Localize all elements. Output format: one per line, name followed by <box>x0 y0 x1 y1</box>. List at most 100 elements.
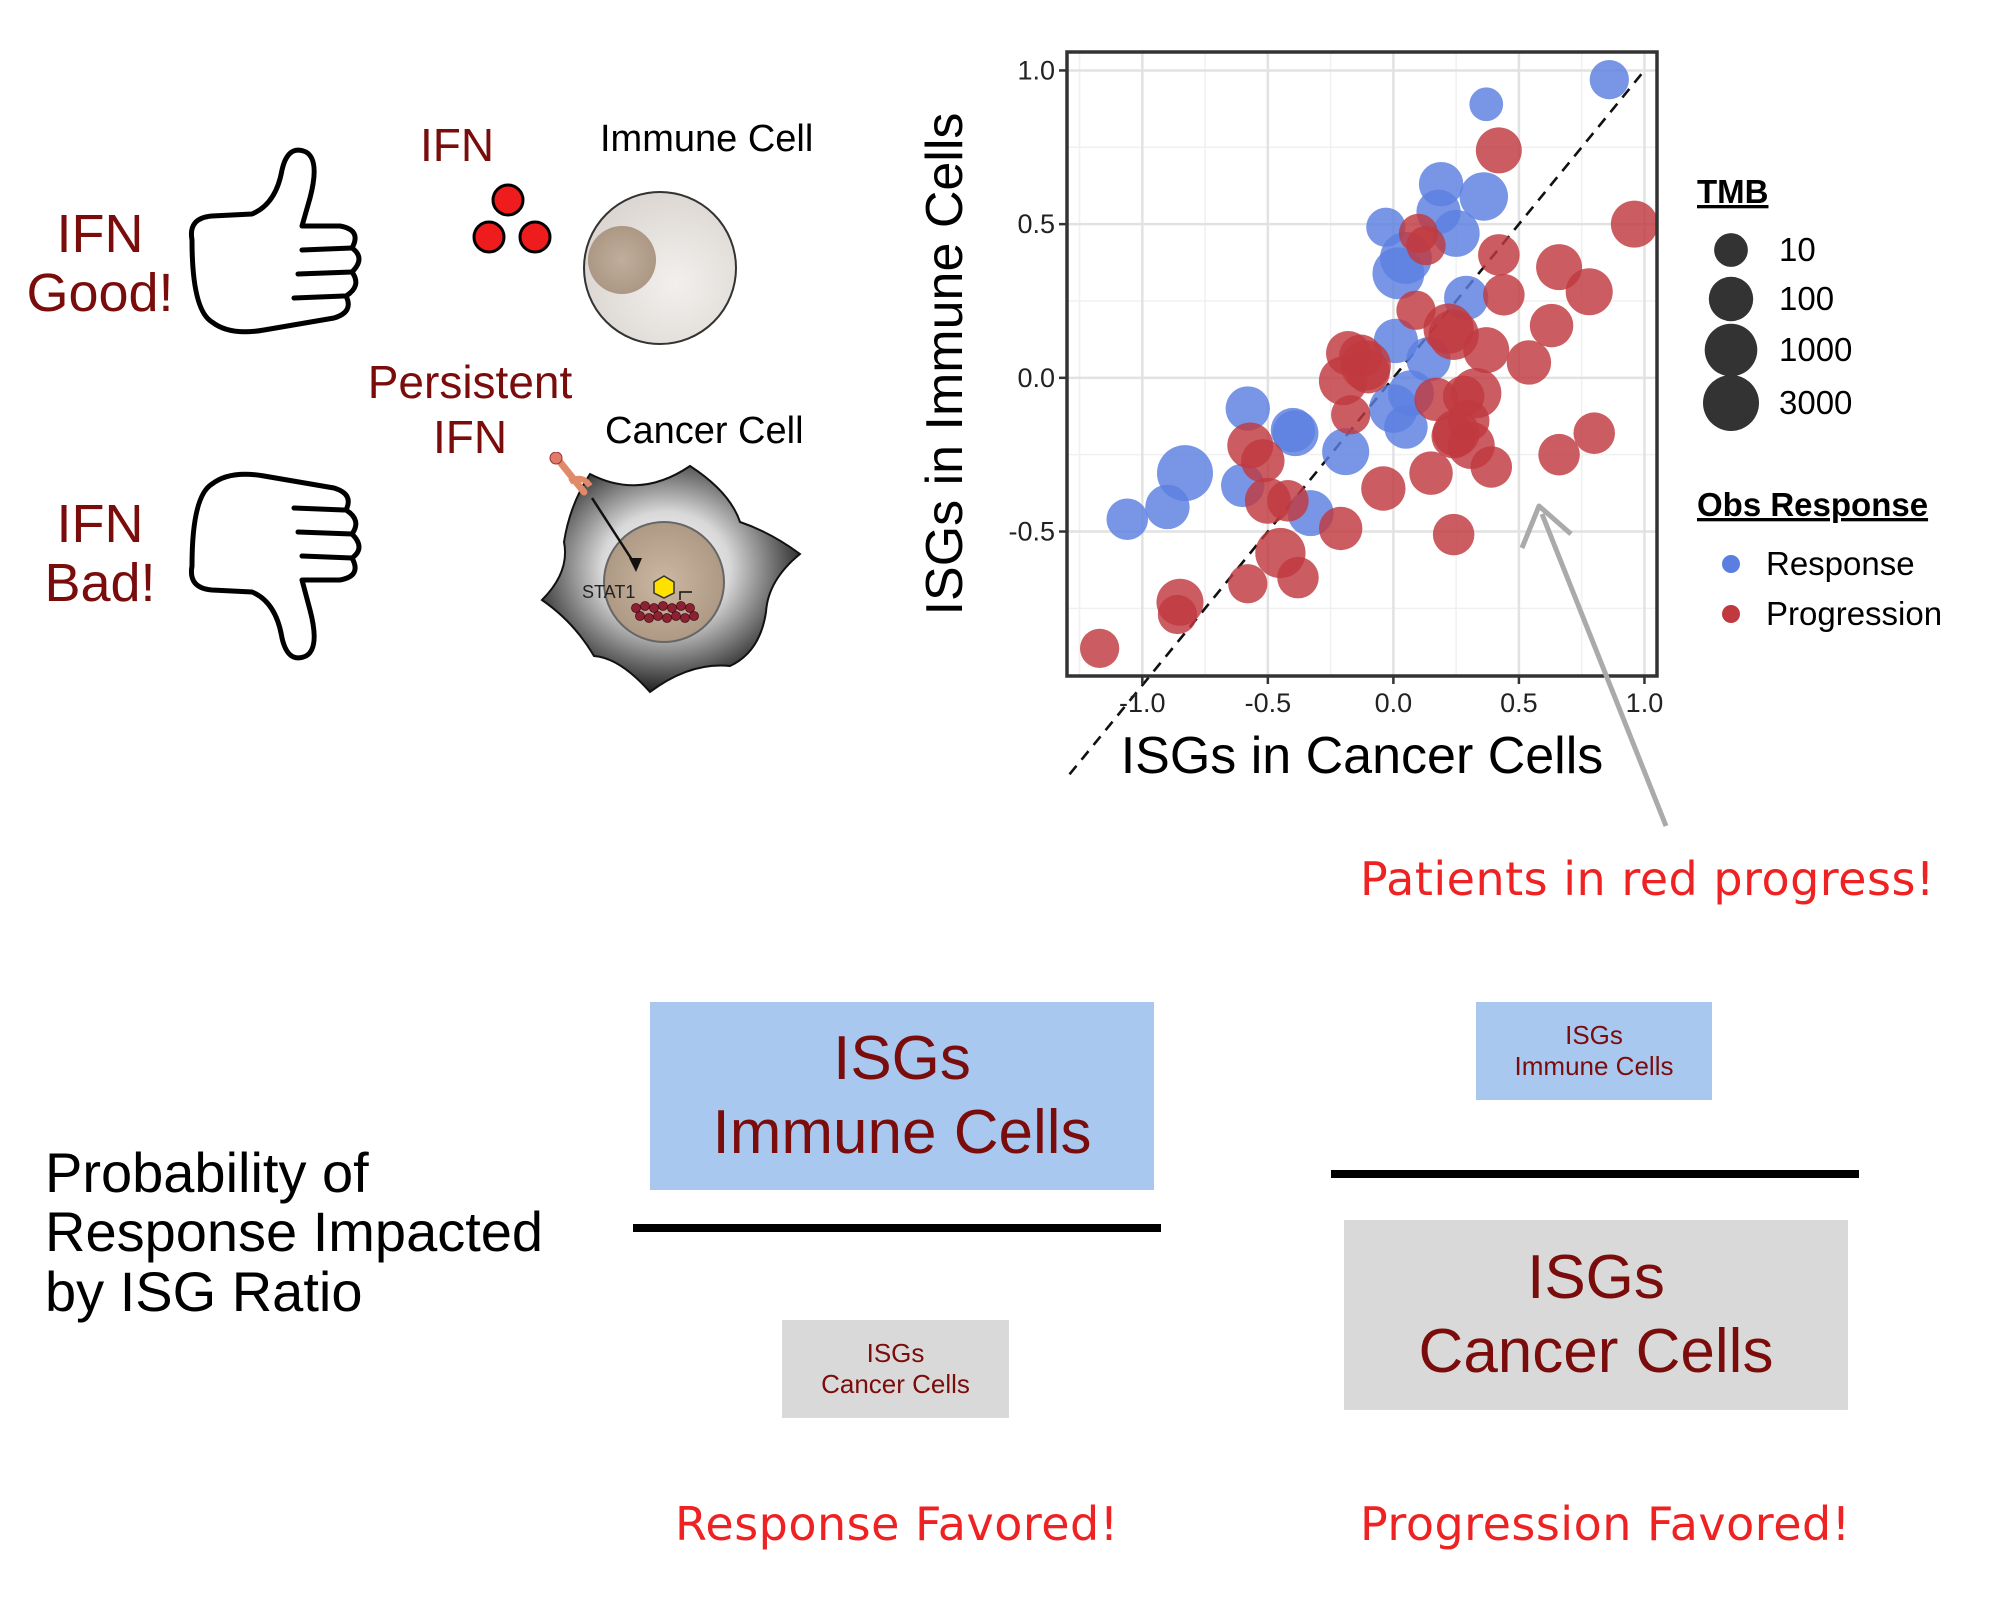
progression-point <box>1483 274 1525 316</box>
response-point <box>1145 484 1190 530</box>
y-axis-label: ISGs in Immune Cells <box>916 113 974 616</box>
cancer-cell-icon: STAT1 <box>540 452 802 694</box>
annotation-arrow <box>1539 513 1669 827</box>
y-tick-label: -0.5 <box>1008 517 1055 547</box>
legend-tmb-marker <box>1703 375 1759 431</box>
y-tick-label: 0.5 <box>1017 209 1055 239</box>
response-favored-text: Response Favored! <box>675 1497 1119 1551</box>
x-tick-label: 0.5 <box>1500 688 1538 718</box>
progression-point <box>1241 439 1285 483</box>
right-cancer-line2: Cancer Cells <box>1418 1317 1774 1386</box>
ifn-bad-label: IFN Bad! <box>20 494 180 614</box>
probability-line3: by ISG Ratio <box>45 1259 363 1323</box>
x-tick-label: -0.5 <box>1245 688 1292 718</box>
legend-progression-label: Progression <box>1766 595 1942 632</box>
progression-favored-text: Progression Favored! <box>1360 1497 1851 1551</box>
x-axis-ticks: -1.0 -0.5 0.0 0.5 1.0 <box>1119 676 1663 718</box>
response-point <box>1372 247 1425 300</box>
progression-point <box>1470 446 1513 488</box>
legend-tmb-marker <box>1714 233 1748 267</box>
ifn-good-line2: Good! <box>26 263 174 324</box>
ifn-label: IFN <box>420 119 495 171</box>
progression-point <box>1267 480 1309 522</box>
ifn-good-line1: IFN <box>56 204 144 264</box>
progression-point <box>1506 340 1552 385</box>
y-tick-label: 1.0 <box>1017 55 1055 85</box>
progression-point <box>1610 200 1658 248</box>
progression-point <box>1406 226 1446 266</box>
legend-tmb-label: 100 <box>1779 280 1834 317</box>
progression-point <box>1573 412 1616 454</box>
response-point <box>1589 60 1629 100</box>
right-cancer-box: ISGs Cancer Cells <box>1344 1220 1848 1410</box>
legend-tmb-marker <box>1708 276 1754 322</box>
left-cancer-box: ISGs Cancer Cells <box>782 1320 1009 1418</box>
progression-point <box>1538 433 1580 476</box>
response-point <box>1225 386 1270 431</box>
progression-point <box>1478 234 1520 276</box>
left-cancer-line1: ISGs <box>866 1337 925 1368</box>
progression-point <box>1331 395 1371 435</box>
progression-point <box>1361 466 1406 511</box>
persistent-line1: Persistent <box>367 356 573 408</box>
progression-point <box>1463 327 1510 374</box>
probability-line2: Response Impacted <box>45 1200 544 1264</box>
x-tick-label: -1.0 <box>1119 688 1166 718</box>
y-axis-ticks: -0.5 0.0 0.5 1.0 <box>1008 55 1067 547</box>
progression-point <box>1565 268 1613 316</box>
right-immune-box: ISGs Immune Cells <box>1476 1002 1712 1100</box>
left-immune-line2: Immune Cells <box>712 1098 1092 1167</box>
data-points <box>1079 60 1658 668</box>
probability-line1: Probability of <box>45 1141 369 1204</box>
response-point <box>1459 172 1509 221</box>
progression-point <box>1414 377 1458 422</box>
response-point <box>1469 87 1504 122</box>
cancer-cell-label: Cancer Cell <box>605 410 804 452</box>
stat1-label: STAT1 <box>582 582 635 602</box>
x-tick-label: 1.0 <box>1626 688 1664 718</box>
right-immune-line2: Immune Cells <box>1514 1051 1674 1081</box>
left-cancer-line2: Cancer Cells <box>821 1369 970 1399</box>
progression-point <box>1409 451 1453 495</box>
legend-response-title: Obs Response <box>1697 486 1928 523</box>
persistent-ifn-label: Persistent IFN <box>350 355 590 465</box>
response-point <box>1322 428 1370 476</box>
response-point <box>1384 405 1428 449</box>
progression-point <box>1318 356 1368 406</box>
annotation-text: Patients in red progress! <box>1360 852 1935 906</box>
right-cancer-line1: ISGs <box>1527 1242 1665 1312</box>
probability-text: Probability of Response Impacted by ISG … <box>45 1143 543 1321</box>
response-point <box>1270 407 1316 453</box>
legend-progression-marker <box>1722 605 1740 623</box>
progression-point <box>1228 564 1268 604</box>
legend-tmb-title: TMB <box>1697 173 1768 210</box>
left-fraction-bar <box>633 1224 1161 1232</box>
ifn-bad-line1: IFN <box>56 494 144 554</box>
legend-response-label: Response <box>1766 545 1915 582</box>
right-immune-line1: ISGs <box>1565 1019 1623 1050</box>
immune-cell-label: Immune Cell <box>600 118 814 160</box>
progression-point <box>1157 594 1198 635</box>
x-tick-label: 0.0 <box>1375 688 1413 718</box>
ifn-bad-line2: Bad! <box>44 553 156 614</box>
x-axis-label: ISGs in Cancer Cells <box>1121 727 1604 785</box>
thumbs-down-icon <box>188 471 362 661</box>
response-point <box>1106 498 1149 541</box>
legend-tmb-label: 3000 <box>1779 384 1852 421</box>
progression-point <box>1277 556 1319 599</box>
legend-response-marker <box>1722 555 1740 573</box>
right-fraction-bar <box>1331 1170 1859 1178</box>
progression-point <box>1475 127 1522 174</box>
immune-cell-icon <box>583 191 737 345</box>
persistent-line2: IFN <box>432 411 508 464</box>
progression-point <box>1529 303 1574 348</box>
progression-point <box>1079 628 1120 668</box>
left-immune-box: ISGs Immune Cells <box>650 1002 1154 1190</box>
ifn-good-label: IFN Good! <box>20 204 180 324</box>
annotation-arrowhead <box>1519 503 1573 549</box>
progression-point <box>1432 513 1475 556</box>
y-tick-label: 0.0 <box>1017 363 1055 393</box>
thumbs-up-icon <box>188 147 362 335</box>
legend-tmb-label: 10 <box>1779 231 1816 268</box>
